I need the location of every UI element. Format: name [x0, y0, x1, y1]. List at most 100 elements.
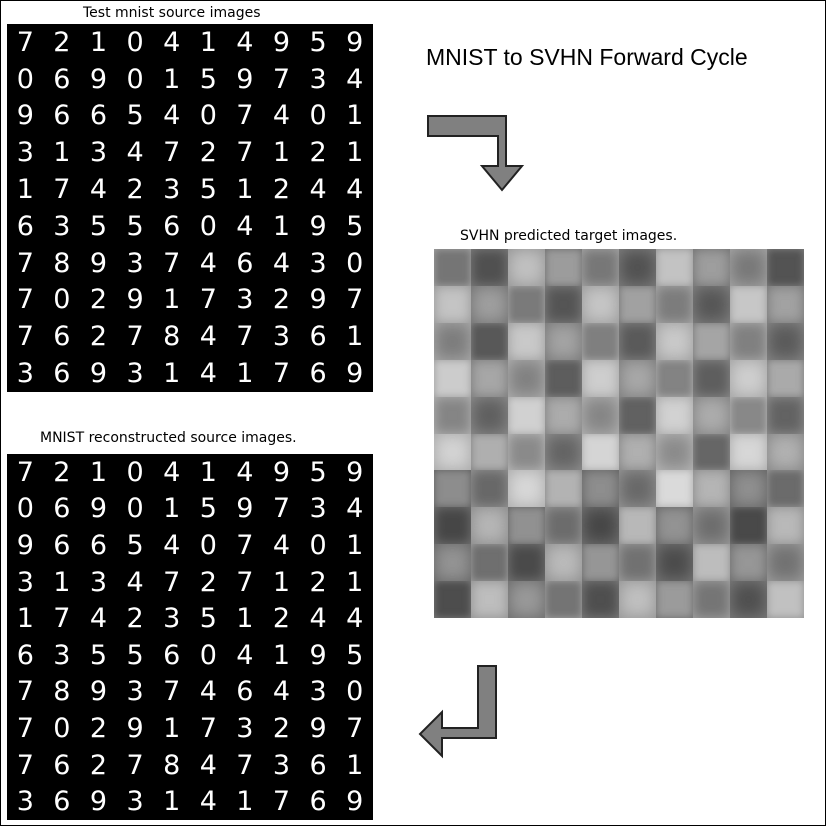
reconstructed-digit-cell: 7	[16, 456, 34, 488]
svhn-image-tile	[582, 433, 619, 471]
svhn-image-tile	[619, 249, 656, 286]
svhn-image-tile	[656, 285, 693, 323]
source-panel-label: Test mnist source images	[83, 5, 261, 21]
svhn-image-tile	[582, 507, 619, 545]
svhn-image-tile	[656, 470, 693, 508]
mnist-digit-cell: 5	[199, 63, 217, 95]
reconstructed-digit-cell: 2	[272, 712, 291, 744]
reconstructed-digit-cell: 3	[309, 493, 327, 525]
mnist-digit-cell: 9	[126, 284, 144, 316]
mnist-digit-cell: 9	[346, 26, 364, 58]
svhn-image-tile	[656, 359, 693, 397]
svhn-image-tile	[434, 322, 471, 360]
mnist-digit-cell: 1	[346, 321, 364, 353]
mnist-digit-cell: 1	[346, 137, 364, 169]
reconstructed-digit-cell: 0	[309, 529, 327, 561]
svhn-image-tile	[508, 285, 545, 323]
reconstructed-digit-cell: 9	[309, 712, 327, 744]
svhn-image-tile	[471, 249, 508, 286]
mnist-digit-cell: 7	[236, 137, 254, 169]
reconstructed-digit-cell: 1	[272, 566, 291, 598]
reconstructed-digit-cell: 6	[53, 786, 71, 818]
svhn-image-tile	[693, 544, 730, 582]
svhn-image-tile	[656, 507, 693, 545]
svhn-image-tile	[767, 507, 804, 545]
reconstructed-digit-cell: 3	[309, 676, 327, 708]
mnist-digit-cell: 1	[236, 174, 254, 206]
svhn-image-tile	[545, 544, 582, 582]
mnist-digit-cell: 9	[89, 63, 108, 95]
mnist-digit-cell: 6	[309, 321, 327, 353]
svhn-image-tile	[508, 544, 545, 582]
svhn-target-grid	[434, 249, 804, 618]
mnist-digit-cell: 2	[89, 284, 108, 316]
arrow-down-icon	[427, 115, 525, 192]
reconstructed-digit-cell: 5	[309, 456, 327, 488]
mnist-digit-cell: 1	[272, 137, 291, 169]
reconstructed-digit-cell: 9	[346, 456, 364, 488]
mnist-digit-cell: 4	[199, 247, 217, 279]
mnist-digit-cell: 6	[53, 100, 71, 132]
svhn-image-tile	[693, 249, 730, 286]
mnist-digit-cell: 6	[53, 63, 71, 95]
reconstructed-digit-cell: 2	[53, 456, 71, 488]
svhn-image-tile	[434, 470, 471, 508]
reconstructed-digit-cell: 4	[309, 603, 327, 635]
reconstructed-digit-cell: 4	[163, 456, 181, 488]
svhn-image-tile	[508, 359, 545, 397]
reconstructed-digit-cell: 6	[309, 786, 327, 818]
reconstructed-digit-cell: 2	[272, 603, 291, 635]
svhn-image-tile	[434, 285, 471, 323]
svhn-image-tile	[434, 249, 471, 286]
reconstructed-digit-cell: 4	[272, 529, 291, 561]
reconstructed-digit-cell: 4	[89, 603, 108, 635]
reconstructed-digit-cell: 4	[236, 456, 254, 488]
reconstructed-digit-cell: 4	[199, 749, 217, 781]
mnist-digit-cell: 1	[53, 137, 71, 169]
mnist-digit-cell: 1	[199, 26, 217, 58]
svhn-image-tile	[693, 396, 730, 434]
svhn-image-tile	[545, 359, 582, 397]
svhn-image-tile	[434, 396, 471, 434]
reconstructed-digit-cell: 8	[163, 749, 181, 781]
mnist-digit-cell: 9	[346, 358, 364, 390]
svhn-image-tile	[619, 581, 656, 618]
mnist-digit-cell: 9	[236, 63, 254, 95]
svhn-image-tile	[619, 322, 656, 360]
reconstructed-digit-cell: 9	[89, 493, 108, 525]
mnist-digit-cell: 3	[53, 210, 71, 242]
reconstructed-digit-cell: 7	[236, 529, 254, 561]
mnist-digit-cell: 4	[236, 26, 254, 58]
svhn-image-tile	[767, 359, 804, 397]
mnist-digit-cell: 3	[126, 247, 144, 279]
mnist-digit-cell: 4	[309, 174, 327, 206]
mnist-digit-cell: 5	[309, 26, 327, 58]
svhn-image-tile	[471, 507, 508, 545]
svhn-image-tile	[619, 544, 656, 582]
svhn-image-tile	[434, 359, 471, 397]
svhn-image-tile	[582, 359, 619, 397]
svhn-image-tile	[434, 433, 471, 471]
svhn-image-tile	[434, 544, 471, 582]
reconstructed-digit-cell: 2	[126, 603, 144, 635]
mnist-digit-cell: 9	[309, 284, 327, 316]
svhn-image-tile	[471, 544, 508, 582]
svhn-image-tile	[656, 249, 693, 286]
mnist-digit-cell: 8	[53, 247, 71, 279]
svhn-image-tile	[656, 433, 693, 471]
mnist-digit-cell: 3	[309, 247, 327, 279]
svhn-image-tile	[545, 249, 582, 286]
svhn-image-tile	[471, 285, 508, 323]
svhn-image-tile	[619, 285, 656, 323]
svhn-image-tile	[656, 544, 693, 582]
reconstructed-digit-cell: 8	[53, 676, 71, 708]
svhn-image-tile	[767, 581, 804, 618]
mnist-digit-cell: 8	[163, 321, 181, 353]
mnist-digit-cell: 1	[272, 210, 291, 242]
reconstructed-digit-cell: 9	[126, 712, 144, 744]
mnist-digit-cell: 4	[199, 321, 217, 353]
mnist-digit-cell: 1	[163, 284, 181, 316]
reconstructed-digit-cell: 6	[309, 749, 327, 781]
svhn-image-tile	[582, 581, 619, 618]
